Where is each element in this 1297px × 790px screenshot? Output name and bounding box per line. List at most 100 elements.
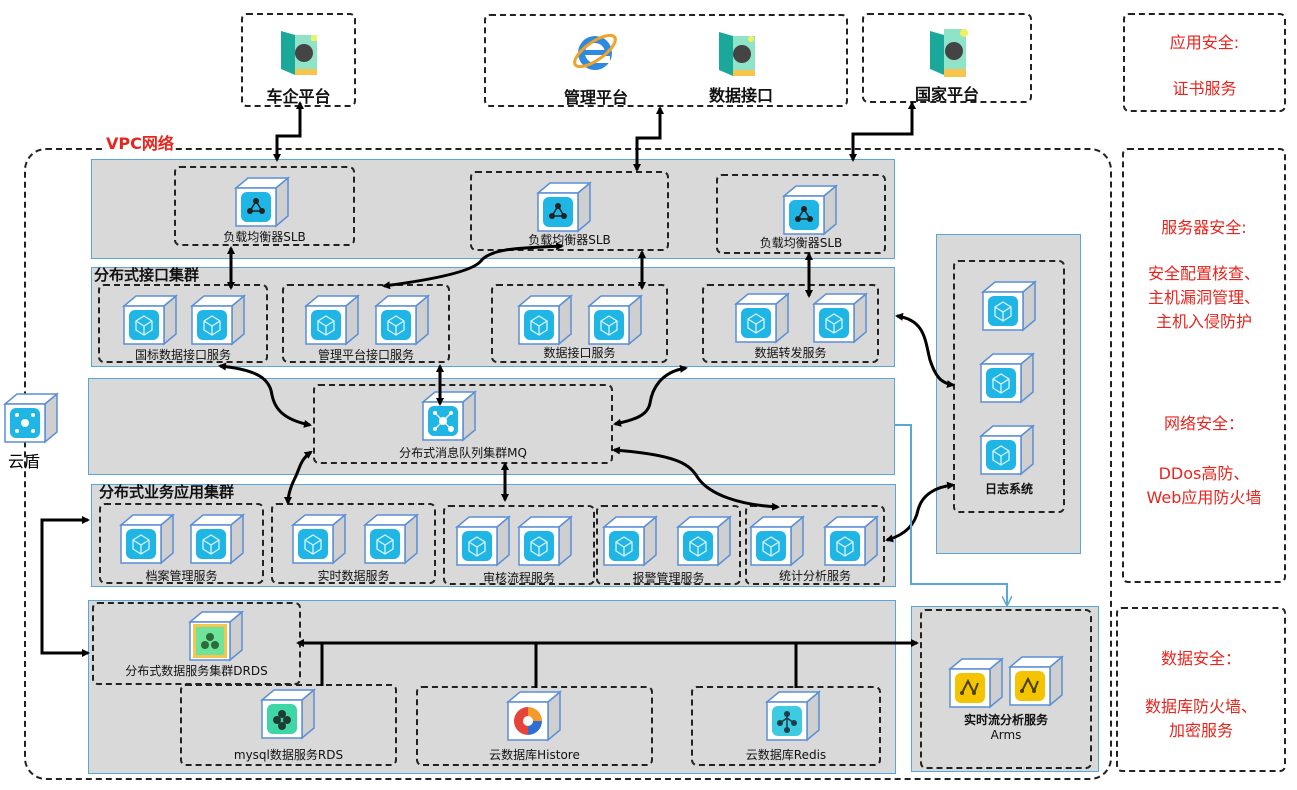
arms-band [911, 606, 1099, 772]
data-security-item: 加密服务 [1168, 721, 1233, 740]
slb-box[interactable]: 负载均衡器SLB [716, 174, 886, 254]
interface-service-box[interactable]: 数据转发服务 [702, 284, 879, 363]
arms-label: 实时流分析服务 [963, 713, 1048, 727]
business-service-label: 档案管理服务 [145, 569, 218, 583]
mysql-rds-icon [260, 688, 316, 740]
drds-box[interactable]: 分布式数据服务集群DRDS [92, 602, 301, 685]
interface-service-label: 数据转发服务 [754, 346, 827, 360]
data-security-item: 数据库防火墙、 [1144, 697, 1257, 716]
ecs-instance-icon [189, 513, 245, 565]
server-security-item: 主机入侵防护 [1155, 312, 1252, 331]
app-security-box: 应用安全: 证书服务 [1123, 13, 1286, 112]
ecs-instance-icon [979, 424, 1035, 476]
national-platform-label: 国家平台 [914, 85, 979, 104]
vpc-network-boundary [24, 148, 1112, 780]
interface-service-label: 管理平台接口服务 [317, 348, 414, 362]
stream-analysis-icon [1008, 655, 1064, 707]
mgmt-data-platform-box: 管理平台 数据接口 [484, 14, 848, 107]
redis-icon [765, 690, 821, 742]
server-security-item: 安全配置核查、 [1147, 264, 1260, 283]
app-security-item: 证书服务 [1172, 79, 1237, 98]
business-service-box[interactable]: 报警管理服务 [596, 505, 741, 585]
app-security-title: 应用安全: [1169, 33, 1240, 52]
rds-box[interactable]: mysql数据服务RDS [180, 684, 397, 766]
ecs-instance-icon [517, 515, 573, 567]
ecs-instance-icon [119, 513, 175, 565]
ecs-instance-icon [676, 515, 732, 567]
ecs-instance-icon [749, 515, 805, 567]
slb-label: 负载均衡器SLB [759, 236, 843, 250]
car-platform-label: 车企平台 [266, 87, 331, 106]
interface-service-box[interactable]: 国标数据接口服务 [98, 284, 268, 363]
national-platform-box: 国家平台 [862, 13, 1032, 104]
data-interface-label: 数据接口 [708, 86, 773, 105]
drds-label: 分布式数据服务集群DRDS [125, 664, 268, 678]
ecs-instance-icon [602, 515, 658, 567]
business-service-box[interactable]: 统计分析服务 [745, 505, 885, 585]
business-service-label: 实时数据服务 [317, 569, 390, 583]
network-security-item: DDos高防、 [1158, 464, 1250, 483]
load-balancer-icon [234, 176, 290, 228]
ecs-instance-icon [812, 292, 868, 344]
ecs-instance-icon [979, 352, 1035, 404]
load-balancer-icon [536, 181, 592, 233]
interface-service-label: 国标数据接口服务 [134, 348, 231, 362]
histore-icon [506, 690, 562, 742]
network-security-item: Web应用防火墙 [1146, 488, 1262, 507]
server-platform-icon [719, 32, 755, 76]
ecs-instance-icon [823, 515, 879, 567]
rds-label: mysql数据服务RDS [233, 748, 344, 762]
server-platform-icon [930, 29, 968, 77]
server-security-item: 主机漏洞管理、 [1147, 288, 1260, 307]
histore-label: 云数据库Histore [489, 748, 580, 762]
interface-cluster-title: 分布式接口集群 [94, 266, 200, 284]
car-platform-box: 车企平台 [241, 13, 356, 107]
ecs-instance-icon [734, 292, 790, 344]
load-balancer-icon [782, 184, 838, 236]
redis-box[interactable]: 云数据库Redis [691, 686, 881, 766]
slb-box[interactable]: 负载均衡器SLB [470, 171, 669, 251]
ecs-instance-icon [455, 515, 511, 567]
ecs-instance-icon [517, 294, 573, 346]
mq-cluster-box[interactable]: 分布式消息队列集群MQ [313, 384, 613, 464]
redis-label: 云数据库Redis [745, 748, 827, 762]
ecs-instance-icon [981, 280, 1037, 332]
data-security-box: 数据安全： 数据库防火墙、 加密服务 [1116, 607, 1286, 772]
data-security-title: 数据安全： [1160, 649, 1241, 668]
ecs-instance-icon [122, 294, 178, 346]
ecs-instance-icon [374, 294, 430, 346]
slb-box[interactable]: 负载均衡器SLB [174, 166, 355, 246]
slb-label: 负载均衡器SLB [223, 230, 306, 244]
stream-analysis-icon [948, 657, 1004, 709]
business-service-label: 报警管理服务 [632, 571, 705, 585]
histore-box[interactable]: 云数据库Histore [416, 686, 653, 766]
ecs-instance-icon [291, 513, 347, 565]
business-service-label: 统计分析服务 [778, 569, 851, 583]
mq-label: 分布式消息队列集群MQ [399, 446, 527, 460]
server-security-title: 服务器安全: [1161, 218, 1247, 237]
business-service-box[interactable]: 实时数据服务 [271, 503, 436, 584]
arms-box[interactable]: 实时流分析服务 Arms [920, 609, 1092, 769]
ecs-instance-icon [587, 294, 643, 346]
server-network-security-box: 服务器安全: 安全配置核查、 主机漏洞管理、 主机入侵防护 网络安全： DDos… [1122, 148, 1286, 583]
ecs-instance-icon [363, 513, 419, 565]
message-queue-icon [421, 390, 477, 442]
business-cluster-title: 分布式业务应用集群 [99, 483, 235, 501]
interface-service-box[interactable]: 管理平台接口服务 [282, 284, 450, 363]
business-service-box[interactable]: 档案管理服务 [99, 503, 264, 584]
business-service-box[interactable]: 审核流程服务 [443, 505, 595, 585]
arms-label-sub: Arms [990, 728, 1022, 742]
network-security-title: 网络安全： [1163, 414, 1244, 433]
interface-service-label: 数据接口服务 [543, 346, 616, 360]
log-system-box[interactable]: 日志系统 [953, 260, 1065, 513]
mgmt-platform-label: 管理平台 [563, 88, 628, 107]
ie-browser-icon [573, 33, 617, 70]
slb-label: 负载均衡器SLB [528, 233, 611, 247]
business-service-label: 审核流程服务 [482, 571, 555, 585]
vpc-label: VPC网络 [106, 130, 174, 154]
log-system-label: 日志系统 [984, 482, 1033, 496]
ecs-instance-icon [304, 294, 360, 346]
ecs-instance-icon [190, 294, 246, 346]
interface-service-box[interactable]: 数据接口服务 [491, 284, 668, 363]
yundun-label: 云盾 [8, 452, 41, 471]
